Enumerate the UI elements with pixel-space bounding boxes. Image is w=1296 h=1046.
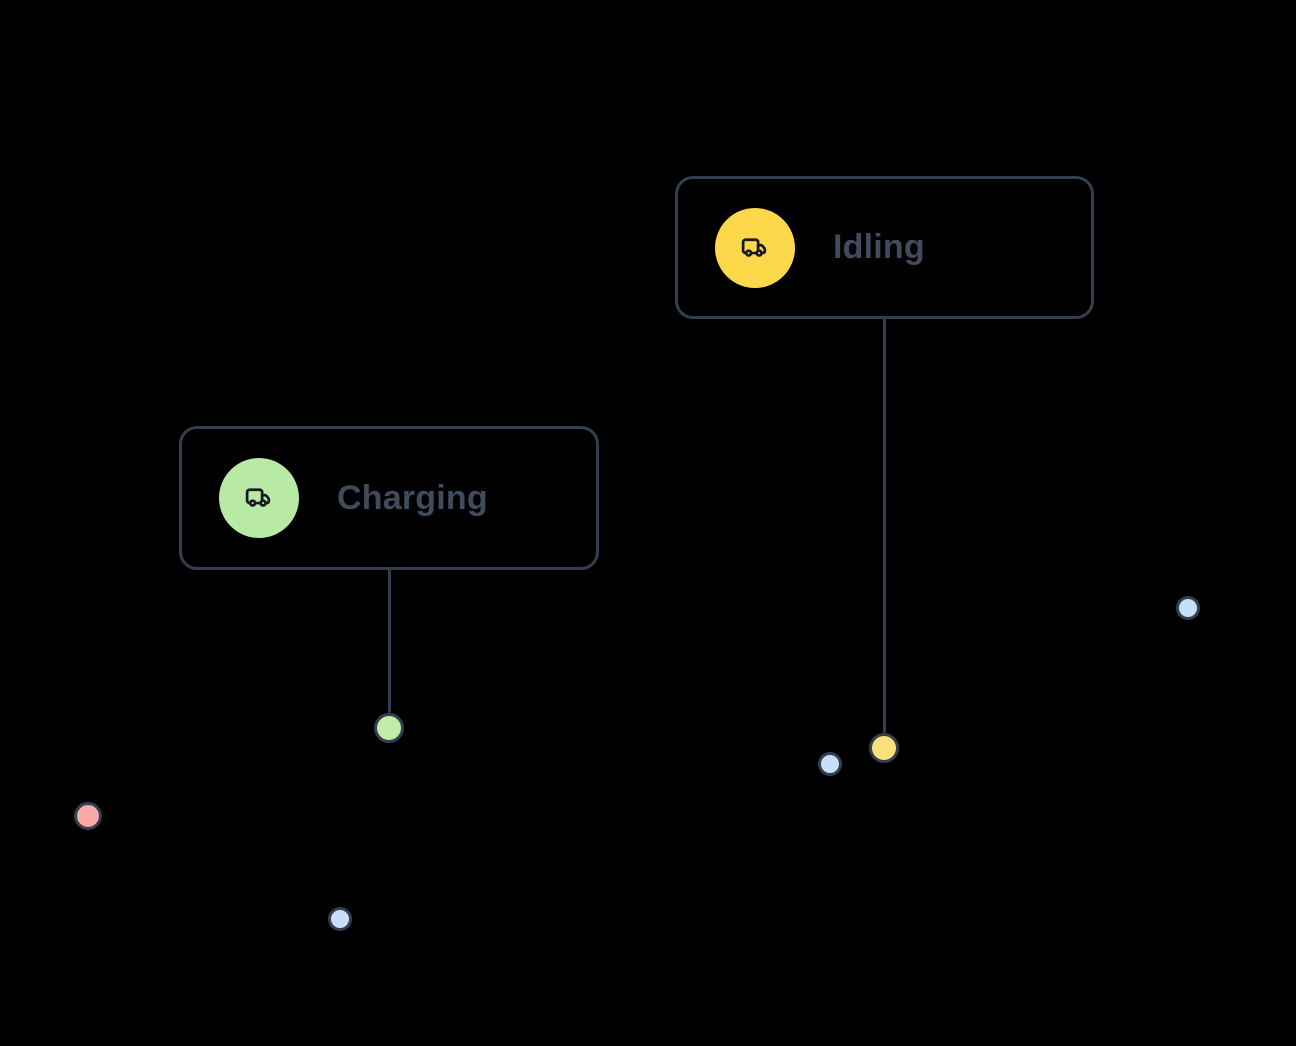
callout-charging[interactable]: Charging: [179, 426, 599, 570]
connector-line-charging: [387, 569, 391, 713]
charging-badge: [219, 458, 299, 538]
callout-charging-label: Charging: [337, 478, 488, 517]
idling-badge: [715, 207, 795, 288]
vehicle-dot-idling[interactable]: [869, 733, 899, 763]
connector-line-idling: [882, 318, 886, 733]
truck-icon: [741, 237, 767, 257]
vehicle-dot-charging[interactable]: [374, 713, 404, 743]
callout-idling-label: Idling: [833, 228, 925, 266]
vehicle-dot-moving[interactable]: [818, 752, 842, 776]
vehicle-dot-moving[interactable]: [328, 907, 352, 931]
vehicle-dot-moving[interactable]: [1176, 596, 1200, 620]
truck-icon: [245, 488, 271, 507]
vehicle-dot-alert[interactable]: [74, 802, 102, 830]
callout-idling[interactable]: Idling: [675, 176, 1094, 319]
